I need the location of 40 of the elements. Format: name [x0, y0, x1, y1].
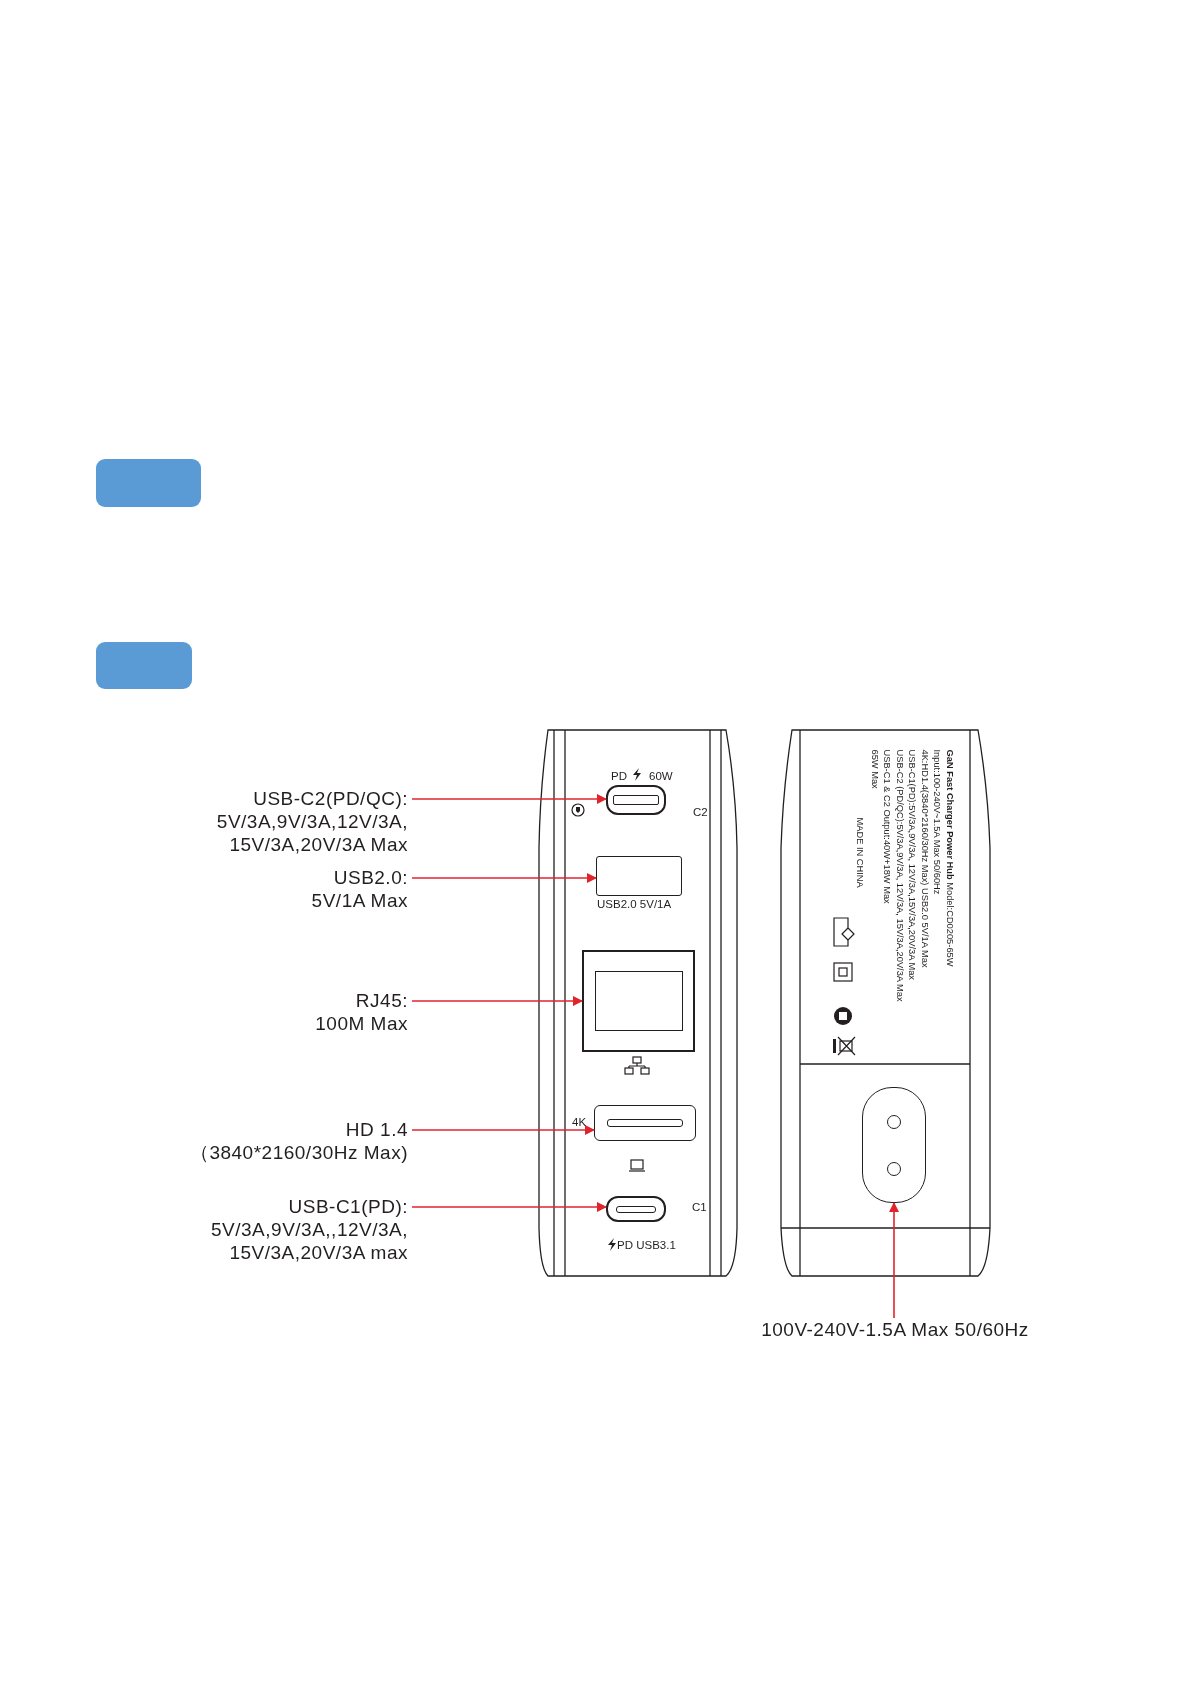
port-spec: 5V/1A Max [310, 889, 408, 912]
port-marking: PD [611, 770, 627, 783]
port-label: HD 1.4 [344, 1118, 408, 1141]
port-label: USB-C1(PD): [287, 1195, 408, 1218]
spec-label-text: GaN Fast Charger Power Hub Model:CD0205-65W [943, 749, 956, 969]
port-spec: 5V/3A,9V/3A,,12V/3A, 15V/3A,20V/3A max [210, 1218, 408, 1264]
spec-label-text: USB-C1(PD):5V/3A,9V/3A, 12V/3A,15V/3A,20V/3A Max [906, 749, 918, 982]
spec-label-text: USB-C2 (PD/QC):5V/3A,9V/3A, 12V/3A, 15V/3A,20V/3A Max [893, 749, 906, 1004]
port-marking: C1 [692, 1201, 707, 1214]
leader-arrow [411, 794, 607, 804]
port-marking: C2 [693, 806, 708, 819]
power-inlet [862, 1087, 926, 1203]
port-label: USB-C2(PD/QC): [252, 787, 408, 810]
usb-a-port [596, 856, 682, 896]
leader-arrow [411, 1125, 595, 1135]
spec-label-text: MADE IN CHINA [854, 816, 866, 890]
port-marking: USB2.0 5V/1A [597, 898, 672, 911]
ethernet-port [582, 950, 695, 1052]
port-marking: PD USB3.1 [617, 1239, 676, 1252]
usb-c-port [606, 785, 666, 815]
section-tab [96, 459, 201, 507]
port-spec: （3840*2160/30Hz Max) [188, 1141, 408, 1164]
usb-c-port [606, 1196, 666, 1222]
port-spec: 5V/3A,9V/3A,12V/3A, 15V/3A,20V/3A Max [215, 810, 408, 856]
leader-arrow [411, 873, 597, 883]
port-label: USB2.0: [332, 866, 408, 889]
port-label: RJ45: [354, 989, 408, 1012]
spec-label-text: USB-C1 & C2 Output:40W+18W Max [881, 749, 893, 906]
spec-label-text: Input:100-240V~1.5A Max 50/60Hz [931, 749, 943, 897]
hdmi-port [594, 1105, 696, 1141]
leader-arrow [411, 996, 583, 1006]
spec-label-text: 4K:HD1.4(3840*2160/30Hz Max) USB2.0 5V/1A Max [918, 749, 931, 970]
port-label: 100V-240V-1.5A Max 50/60Hz [760, 1318, 1030, 1341]
port-spec: 100M Max [314, 1012, 408, 1035]
leader-arrow [889, 1202, 899, 1319]
section-tab [96, 642, 192, 689]
port-marking: 4K [572, 1116, 587, 1129]
port-marking: 60W [649, 770, 673, 783]
spec-label-text: 65W Max [868, 749, 881, 791]
leader-arrow [411, 1202, 607, 1212]
